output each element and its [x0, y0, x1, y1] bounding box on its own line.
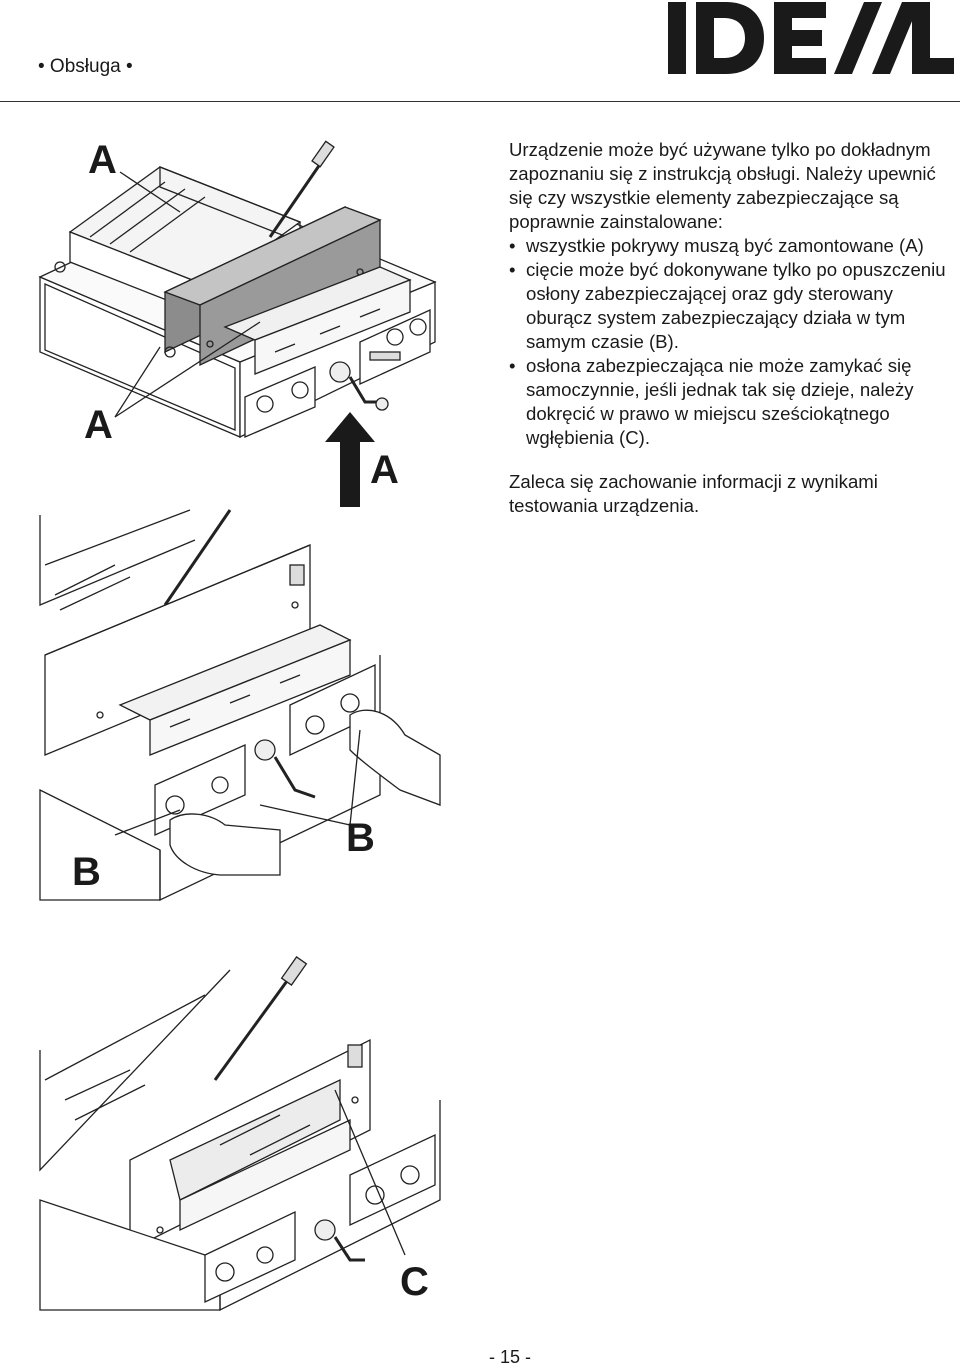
- cutter-illustration-covers: [38, 140, 437, 507]
- header-rule: [0, 101, 960, 102]
- cutter-illustration-two-hand: [39, 509, 441, 902]
- instructions-text: Urządzenie może być używane tylko po dok…: [509, 138, 955, 518]
- list-item: wszystkie pokrywy muszą być zamontowane …: [509, 234, 955, 258]
- list-item: cięcie może być dokonywane tylko po opus…: [509, 258, 955, 354]
- callout-b-left: B: [72, 850, 101, 894]
- callout-b-right: B: [346, 816, 375, 860]
- callout-a-left: A: [84, 403, 113, 447]
- safety-list: wszystkie pokrywy muszą być zamontowane …: [509, 234, 955, 450]
- callout-c: C: [400, 1260, 429, 1304]
- cutter-illustration-guard-adjust: [39, 956, 441, 1312]
- list-item: osłona zabezpieczająca nie może zamykać …: [509, 354, 955, 450]
- callout-a-top: A: [88, 138, 117, 182]
- ideal-logo: [668, 2, 954, 74]
- page-number: - 15 -: [488, 1347, 531, 1367]
- section-title: • Obsługa •: [38, 56, 133, 77]
- note-paragraph: Zaleca się zachowanie informacji z wynik…: [509, 471, 878, 516]
- intro-paragraph: Urządzenie może być używane tylko po dok…: [509, 139, 936, 232]
- callout-a-right: A: [370, 448, 399, 492]
